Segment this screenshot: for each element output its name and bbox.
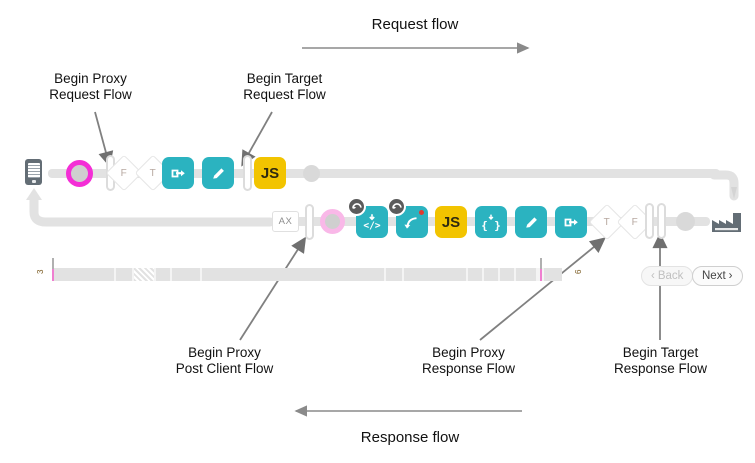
policy-javascript-request-icon[interactable]: JS xyxy=(254,157,286,189)
policy-javascript-response-label: JS xyxy=(441,213,461,231)
back-button-label: Back xyxy=(657,270,684,282)
timeline-segment[interactable] xyxy=(468,268,482,281)
timeline-segment[interactable] xyxy=(202,268,384,281)
policy-assign-message-icon[interactable] xyxy=(162,157,194,189)
condition-f-label: F xyxy=(120,167,128,179)
request-flow-rail xyxy=(48,169,720,178)
timeline-segment[interactable] xyxy=(544,268,562,281)
policy-edit-icon[interactable] xyxy=(202,157,234,189)
policy-raise-fault-icon[interactable] xyxy=(387,197,428,238)
code-tag-icon: </> xyxy=(363,214,381,232)
policy-edit-response-icon[interactable] xyxy=(515,206,547,238)
timeline-tick-start xyxy=(52,258,54,269)
client-phone-icon[interactable] xyxy=(25,159,42,185)
next-button-label: Next xyxy=(702,270,726,282)
policy-javascript-response-icon[interactable]: JS xyxy=(435,206,467,238)
timeline-segment[interactable] xyxy=(484,268,498,281)
braces-icon: { } xyxy=(481,214,501,232)
next-button[interactable]: Next › xyxy=(692,266,743,286)
target-response-divider-icon-a[interactable] xyxy=(645,203,654,239)
timeline-marker-start[interactable] xyxy=(52,268,54,281)
target-server-icon[interactable] xyxy=(710,208,744,234)
timeline-segment[interactable] xyxy=(516,268,536,281)
trace-timeline[interactable] xyxy=(52,268,612,282)
rotate-arrow-icon xyxy=(391,202,402,209)
svg-text:{ }: { } xyxy=(481,219,501,232)
arrow-out-box-icon xyxy=(564,218,578,226)
pencil-icon xyxy=(212,167,224,179)
condition-t-label: T xyxy=(149,167,157,179)
error-indicator-dot xyxy=(419,210,424,215)
back-button[interactable]: ‹ Back xyxy=(641,266,694,286)
timeline-segment[interactable] xyxy=(404,268,466,281)
policy-xml-payload-icon[interactable]: </> xyxy=(347,197,388,238)
policy-ax-label: AX xyxy=(278,216,293,227)
proxy-request-flow-hook-icon[interactable] xyxy=(66,160,93,187)
rotate-badge-icon[interactable] xyxy=(387,197,406,216)
post-client-flow-divider-icon[interactable] xyxy=(305,204,314,240)
target-request-flow-divider-icon[interactable] xyxy=(243,155,252,191)
annotation-begin-proxy-request-flow: Begin Proxy Request Flow xyxy=(49,71,132,102)
timeline-segment[interactable] xyxy=(500,268,514,281)
post-client-flow-hook-icon[interactable] xyxy=(320,209,345,234)
policy-json-icon[interactable]: { } xyxy=(475,206,507,238)
response-flow-title: Response flow xyxy=(360,429,460,446)
annotation-begin-target-response-flow: Begin Target Response Flow xyxy=(613,345,708,376)
annotation-begin-proxy-response-flow: Begin Proxy Response Flow xyxy=(421,345,516,376)
timeline-segment-pending[interactable] xyxy=(134,268,154,281)
timeline-segment[interactable] xyxy=(54,268,114,281)
condition-f-response-label: F xyxy=(631,216,639,228)
target-response-divider-icon-b[interactable] xyxy=(657,203,666,239)
policy-ax-analytics-icon[interactable]: AX xyxy=(272,211,299,232)
timeline-tick-label-start: 3 xyxy=(36,269,45,274)
arrow-out-box-icon xyxy=(171,169,185,177)
policy-assign-message-response-icon[interactable] xyxy=(555,206,587,238)
timeline-tick-label-current: 6 xyxy=(574,269,583,274)
svg-text:</>: </> xyxy=(363,221,380,232)
request-flow-title: Request flow xyxy=(371,16,459,33)
rotate-badge-icon[interactable] xyxy=(347,197,366,216)
policy-javascript-label: JS xyxy=(260,164,280,182)
request-end-node-icon[interactable] xyxy=(303,165,320,182)
annotation-begin-proxy-post-client-flow: Begin Proxy Post Client Flow xyxy=(175,345,274,376)
back-chevron-icon: ‹ xyxy=(651,270,655,282)
next-chevron-icon: › xyxy=(728,270,733,282)
curved-arrow-icon xyxy=(403,216,417,229)
timeline-segment[interactable] xyxy=(116,268,132,281)
timeline-tick-current xyxy=(540,258,542,269)
timeline-marker-current[interactable] xyxy=(540,268,542,281)
timeline-segment[interactable] xyxy=(172,268,200,281)
annotation-begin-target-request-flow: Begin Target Request Flow xyxy=(243,71,326,102)
target-response-node-icon[interactable] xyxy=(676,212,695,231)
timeline-segment[interactable] xyxy=(386,268,402,281)
rotate-arrow-icon xyxy=(351,202,362,209)
timeline-segment[interactable] xyxy=(156,268,170,281)
pencil-icon xyxy=(525,216,537,228)
condition-t-response-label: T xyxy=(603,216,611,228)
